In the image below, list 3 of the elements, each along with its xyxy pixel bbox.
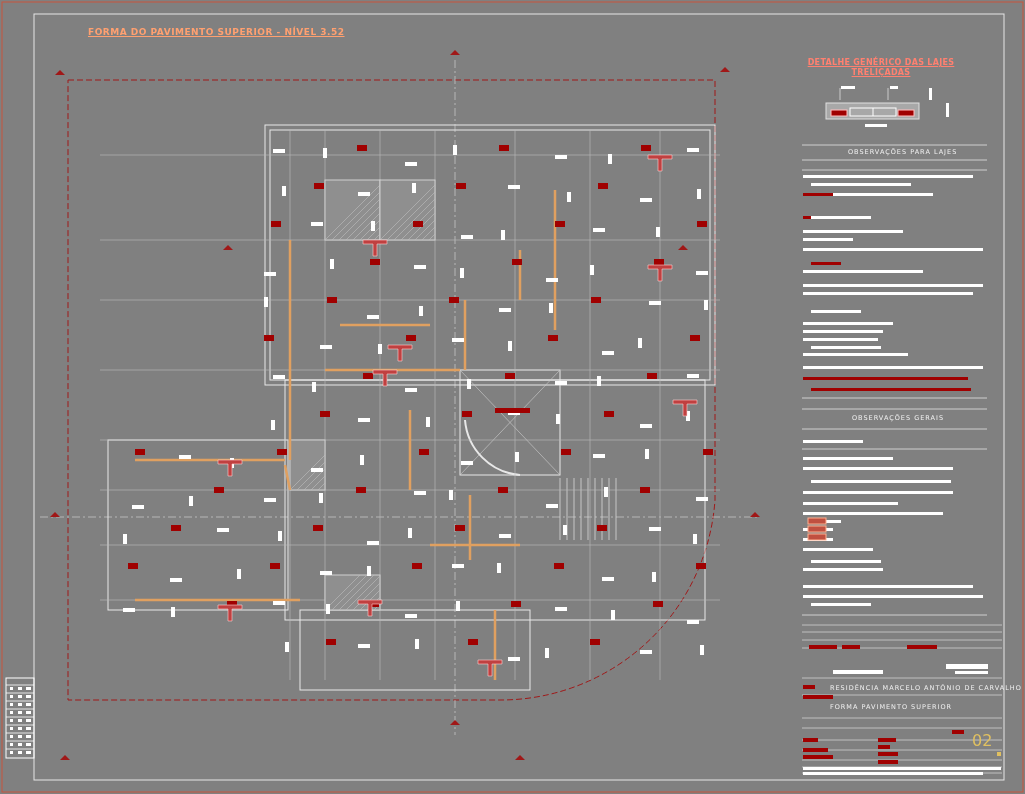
sheet-number: 02 (972, 731, 993, 750)
drawing-title: FORMA DO PAVIMENTO SUPERIOR - NÍVEL 3.52 (88, 27, 345, 37)
detail-title: DETALHE GENÉRICO DAS LAJES TRELIÇADAS (806, 58, 956, 78)
